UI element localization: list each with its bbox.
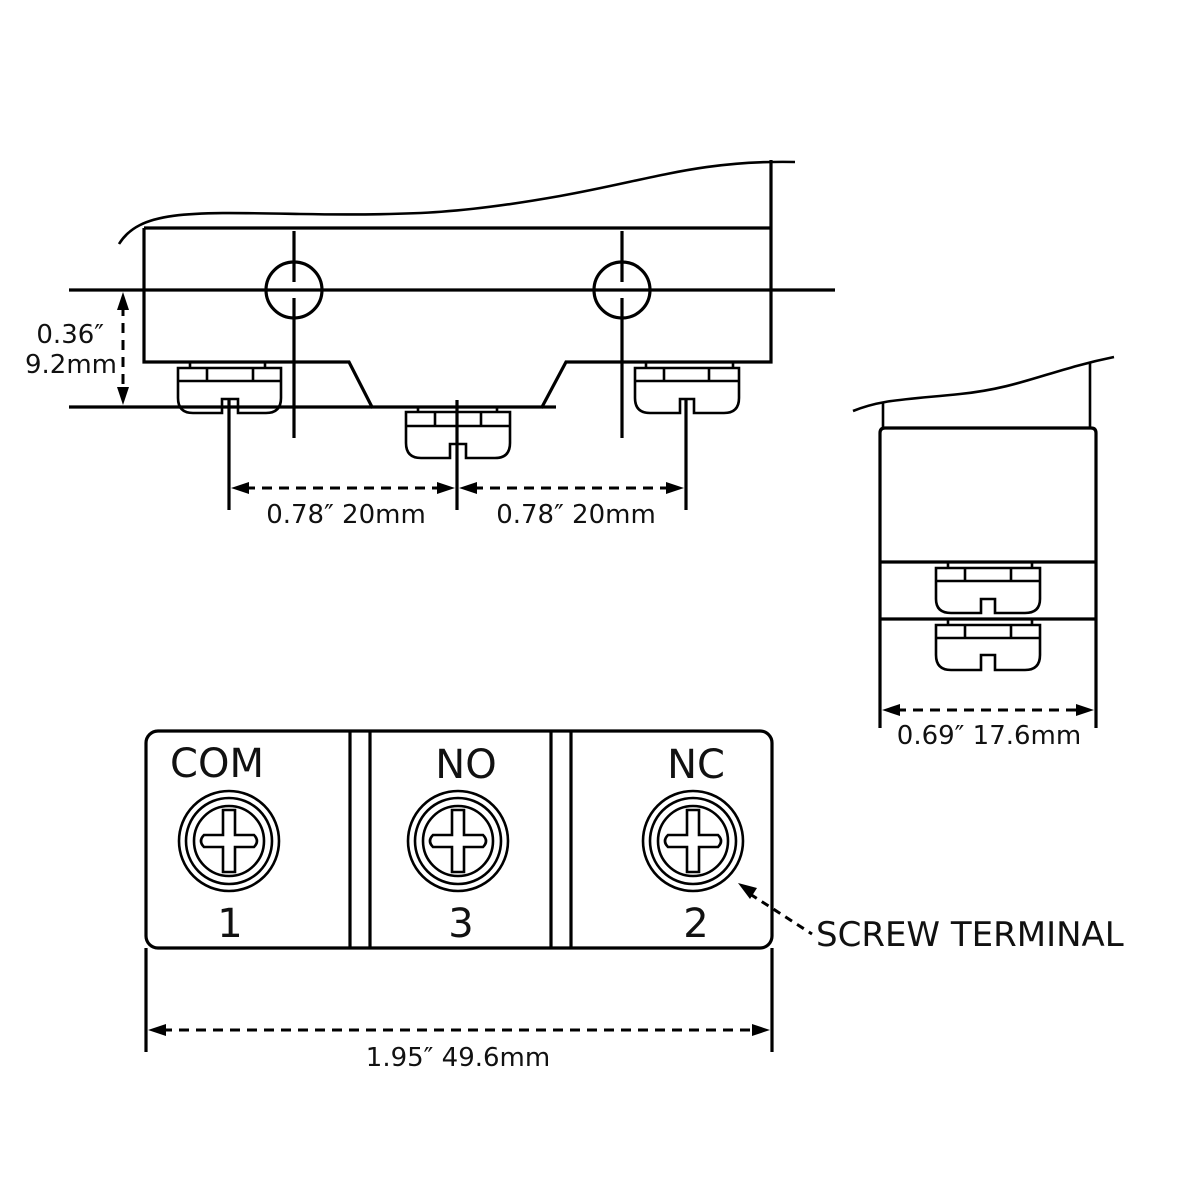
side-view: 0.69″ 17.6mm bbox=[852, 355, 1115, 751]
width-dimension: 0.69″ 17.6mm bbox=[882, 704, 1094, 751]
screw-head-icon bbox=[177, 789, 281, 893]
side-break-line bbox=[852, 355, 1115, 413]
height-dimension-mm: 9.2mm bbox=[25, 350, 117, 380]
terminal-label-com: COM bbox=[170, 741, 264, 787]
terminal-nc: NC 2 bbox=[641, 742, 745, 947]
length-dimension-label: 1.95″ 49.6mm bbox=[366, 1043, 550, 1073]
front-view: 0.36″ 9.2mm 0.78″ 20mm 0.78″ 20mm bbox=[25, 160, 835, 530]
mounting-hole-right bbox=[592, 231, 652, 438]
callout-label: SCREW TERMINAL bbox=[816, 915, 1124, 955]
side-terminal-screw-upper bbox=[934, 562, 1042, 615]
terminal-screw-right bbox=[633, 362, 741, 415]
screw-head-icon bbox=[641, 789, 745, 893]
side-body-outline bbox=[878, 426, 1098, 728]
terminal-label-no: NO bbox=[435, 742, 496, 788]
side-terminal-screw-lower bbox=[934, 619, 1042, 672]
terminal-number-2: 2 bbox=[683, 901, 708, 947]
switch-body-outline bbox=[142, 160, 773, 409]
pitch-left-label: 0.78″ 20mm bbox=[266, 500, 426, 530]
pitch-right-label: 0.78″ 20mm bbox=[496, 500, 656, 530]
break-line bbox=[117, 160, 796, 245]
pitch-dimension-left: 0.78″ 20mm bbox=[231, 482, 455, 530]
width-dimension-label: 0.69″ 17.6mm bbox=[897, 721, 1081, 751]
terminal-block-outline bbox=[144, 729, 774, 950]
screw-head-icon bbox=[406, 789, 510, 893]
terminal-com: COM 1 bbox=[170, 741, 281, 947]
pitch-dimension-right: 0.78″ 20mm bbox=[459, 482, 684, 530]
height-dimension: 0.36″ 9.2mm bbox=[25, 292, 129, 405]
terminal-screw-center bbox=[404, 407, 512, 460]
terminal-view: COM 1 NO 3 NC bbox=[144, 729, 1124, 1073]
terminal-label-nc: NC bbox=[667, 742, 725, 788]
terminal-number-3: 3 bbox=[448, 901, 473, 947]
length-dimension: 1.95″ 49.6mm bbox=[144, 948, 774, 1073]
mounting-hole-left bbox=[264, 231, 324, 438]
height-dimension-inch: 0.36″ bbox=[36, 320, 104, 350]
terminal-number-1: 1 bbox=[217, 901, 242, 947]
screw-terminal-callout: SCREW TERMINAL bbox=[738, 883, 1124, 955]
terminal-no: NO 3 bbox=[406, 742, 510, 947]
terminal-screw-left bbox=[176, 362, 283, 415]
